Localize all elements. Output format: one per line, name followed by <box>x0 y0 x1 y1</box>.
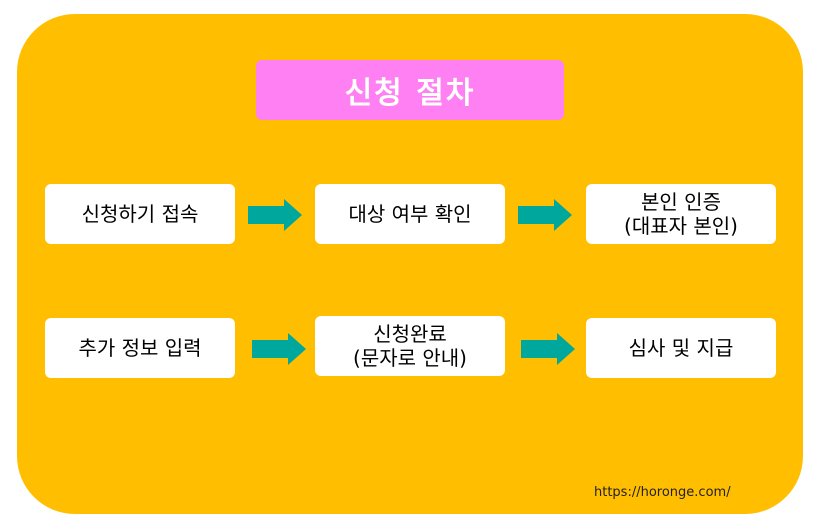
step-label: 본인 인증 <box>641 190 721 214</box>
step-sublabel: (대표자 본인) <box>624 214 738 238</box>
step-label: 대상 여부 확인 <box>348 202 472 226</box>
step-label: 신청하기 접속 <box>81 202 199 226</box>
step-label: 신청완료 <box>373 322 447 346</box>
source-url: https://horonge.com/ <box>594 485 731 500</box>
arrow-right-icon <box>518 199 572 231</box>
step-box-additional-info: 추가 정보 입력 <box>45 318 235 378</box>
step-sublabel: (문자로 안내) <box>353 346 467 370</box>
step-box-application-complete: 신청완료 (문자로 안내) <box>315 316 505 376</box>
step-box-apply-access: 신청하기 접속 <box>45 184 235 244</box>
step-box-eligibility-check: 대상 여부 확인 <box>315 184 505 244</box>
step-box-review-payment: 심사 및 지급 <box>586 318 776 378</box>
diagram-title: 신청 절차 <box>256 60 564 120</box>
step-label: 추가 정보 입력 <box>78 336 202 360</box>
arrow-right-icon <box>248 199 302 231</box>
step-box-identity-verification: 본인 인증 (대표자 본인) <box>586 184 776 244</box>
arrow-right-icon <box>252 333 306 365</box>
step-label: 심사 및 지급 <box>628 336 734 360</box>
arrow-right-icon <box>521 333 575 365</box>
